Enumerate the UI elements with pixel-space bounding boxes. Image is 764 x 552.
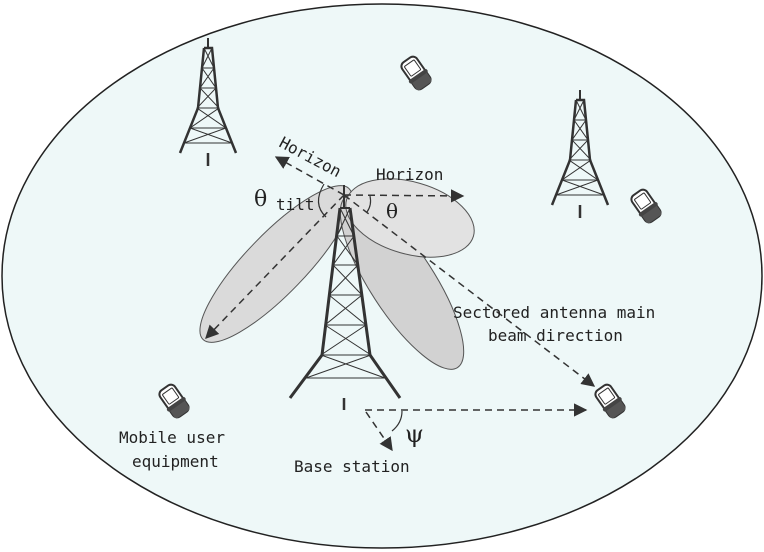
- base-station-label: Base station: [294, 457, 410, 476]
- theta-tilt-symbol: θ: [254, 187, 267, 212]
- direction-lines: [205, 156, 596, 452]
- sectored-label-line1: Sectored antenna main: [453, 303, 655, 322]
- tower-icon: [288, 185, 402, 410]
- theta-symbol: θ: [386, 199, 398, 223]
- sectored-label-line2: beam direction: [488, 326, 623, 345]
- theta-tilt-subscript: tilt: [276, 195, 315, 214]
- horizon-flat-label: Horizon: [376, 165, 443, 184]
- psi-symbol: ψ: [405, 420, 424, 448]
- mobile-label-line2: equipment: [132, 452, 219, 471]
- mobile-label-line1: Mobile user: [119, 428, 225, 447]
- antenna-beam-lobes: [199, 178, 475, 370]
- angle-arcs: [317, 183, 403, 432]
